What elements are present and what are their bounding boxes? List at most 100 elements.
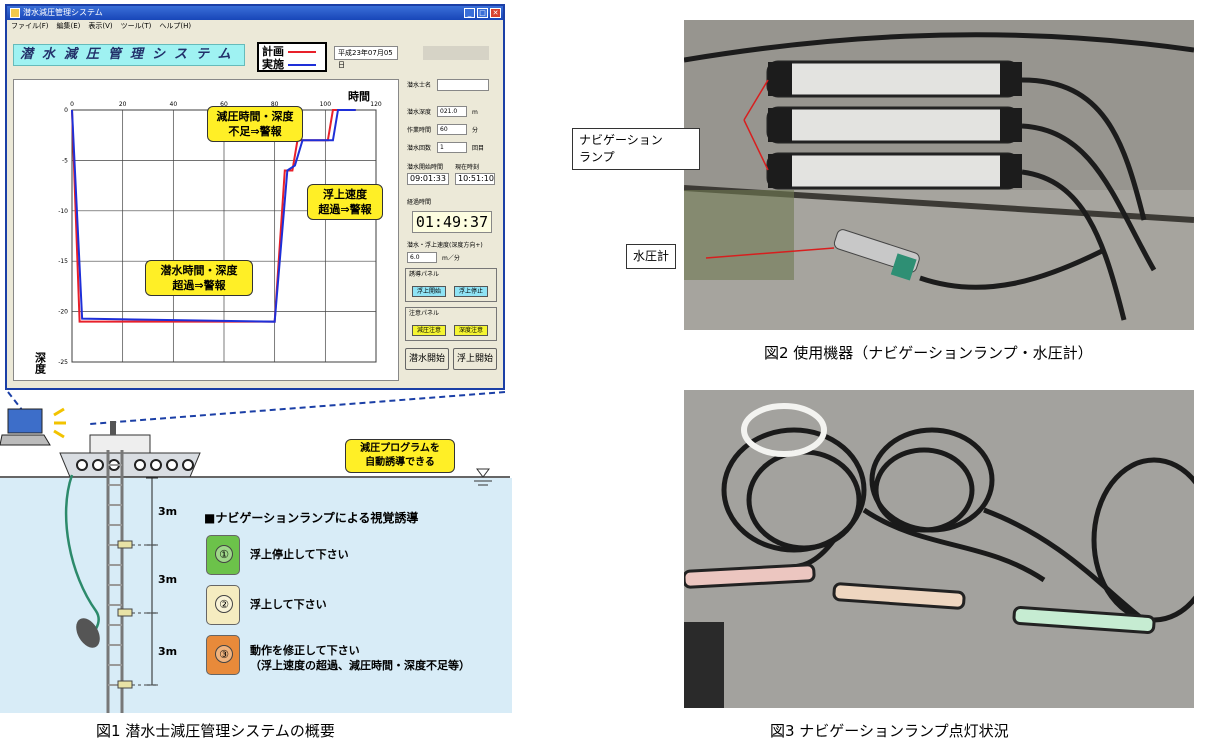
app-window: 潜水減圧管理システム _ □ ✕ ファイル(F) 編集(E) 表示(V) ツール…	[5, 4, 505, 390]
x-axis-label: 時間	[348, 89, 370, 103]
app-header: 潜水減圧管理システム	[13, 44, 245, 66]
water-pressure-gauge-icon	[833, 229, 920, 281]
step-1-number: ①	[215, 545, 233, 563]
elapsed-time-display: 01:49:37	[412, 211, 492, 233]
step-2-lamp: ②	[206, 585, 240, 625]
callout-dive-exceed: 潜水時間・深度 超過⇒警報	[145, 260, 253, 296]
lamp-label: ナビゲーション ランプ	[572, 128, 700, 170]
dive-start-button[interactable]: 潜水開始	[405, 348, 449, 370]
chart-legend: 計画 実施	[257, 42, 327, 72]
guide-ascent-start-button[interactable]: 浮上開始	[412, 286, 446, 297]
step-1-lamp: ①	[206, 535, 240, 575]
legend-actual-swatch	[288, 64, 316, 66]
menu-help[interactable]: ヘルプ(H)	[159, 22, 192, 30]
figure-1-caption: 図1 潜水士減圧管理システムの概要	[96, 722, 335, 740]
menu-tools[interactable]: ツール(T)	[120, 22, 152, 30]
spacing-label-1: 3m	[158, 505, 178, 518]
work-time-input[interactable]: 60	[437, 124, 467, 135]
diagram-title: ■ナビゲーションランプによる視覚誘導	[204, 511, 419, 525]
laptop-icon	[7, 408, 43, 434]
projection-lines	[7, 391, 506, 425]
step-2-number: ②	[215, 595, 233, 613]
maximize-button[interactable]: □	[477, 8, 488, 18]
step-3-label: 動作を修正して下さい （浮上速度の超過、減圧時間・深度不足等）	[250, 644, 470, 672]
step-3-lamp: ③	[206, 635, 240, 675]
lit-lamps-icon	[684, 563, 1156, 634]
step-2-label: 浮上して下さい	[250, 598, 327, 611]
start-time-label: 潜水開始時間	[407, 164, 444, 171]
series-line-plan	[71, 109, 356, 323]
y-tick-label: -20	[58, 309, 68, 316]
app-icon	[10, 8, 20, 18]
depth-time-chart: 0 20 40 60 80 100 120 0 -5 -10 -15 -20 -25 時間深度	[13, 79, 399, 381]
diver-name-label: 潜水士名	[407, 82, 432, 89]
spacing-label-3: 3m	[158, 645, 178, 658]
x-tick-label: 0	[70, 101, 74, 108]
decompression-warning-button[interactable]: 減圧注意	[412, 325, 446, 336]
depth-input[interactable]: 021.0	[437, 106, 467, 117]
x-tick-label: 40	[170, 101, 178, 108]
start-time-display: 09:01:33	[407, 173, 449, 185]
close-button[interactable]: ✕	[490, 8, 501, 18]
menu-edit[interactable]: 編集(E)	[56, 22, 81, 30]
navigation-lamp-icons	[766, 60, 1022, 190]
figure-2-svg	[684, 20, 1194, 330]
dive-count-label: 潜水回数	[407, 145, 432, 152]
figure-3-svg	[684, 390, 1194, 708]
current-time-display: 10:51:10	[455, 173, 495, 185]
status-box	[423, 46, 489, 60]
x-tick-label: 60	[220, 101, 228, 108]
depth-warning-button[interactable]: 深度注意	[454, 325, 488, 336]
x-tick-label: 20	[119, 101, 127, 108]
y-tick-label: -10	[58, 208, 68, 215]
speed-input[interactable]: 6.0	[407, 252, 437, 263]
work-time-unit: 分	[472, 127, 479, 134]
figure-3-caption: 図3 ナビゲーションランプ点灯状況	[770, 722, 1009, 740]
spacing-label-2: 3m	[158, 573, 178, 586]
rope-coil-icon	[741, 403, 827, 457]
warning-panel: 注意パネル 減圧注意 深度注意	[405, 307, 497, 341]
x-tick-label: 80	[271, 101, 279, 108]
ascent-start-button[interactable]: 浮上開始	[453, 348, 497, 370]
warning-panel-label: 注意パネル	[409, 310, 440, 317]
depth-unit: m	[472, 109, 478, 116]
guide-ascent-stop-button[interactable]: 浮上停止	[454, 286, 488, 297]
guide-panel: 誘導パネル 浮上開始 浮上停止	[405, 268, 497, 302]
x-tick-label: 100	[320, 101, 332, 108]
callout-decompression-short: 減圧時間・深度 不足⇒警報	[207, 106, 303, 142]
figure-1: 潜水減圧管理システム _ □ ✕ ファイル(F) 編集(E) 表示(V) ツール…	[0, 0, 512, 740]
y-tick-label: -15	[58, 258, 68, 265]
navigation-diagram: 3m 3m 3m 減圧プログラムを 自動誘導できる ■ナビゲーションランプによる…	[0, 395, 512, 713]
y-tick-label: 0	[64, 107, 68, 114]
step-1-label: 浮上停止して下さい	[250, 548, 349, 561]
y-tick-label: -5	[62, 157, 68, 164]
speed-unit: m／分	[442, 255, 460, 262]
callout-ascent-speed: 浮上速度 超過⇒警報	[307, 184, 383, 220]
x-tick-label: 120	[370, 101, 382, 108]
menu-file[interactable]: ファイル(F)	[11, 22, 49, 30]
figure-3-photo	[684, 390, 1194, 708]
menu-bar: ファイル(F) 編集(E) 表示(V) ツール(T) ヘルプ(H)	[7, 20, 503, 33]
legend-plan-label: 計画	[262, 45, 284, 58]
gauge-label: 水圧計	[626, 244, 677, 269]
speed-label: 潜水・浮上速度(深度方向+)	[407, 242, 483, 249]
callout-auto-guide: 減圧プログラムを 自動誘導できる	[345, 439, 455, 473]
date-display: 平成23年07月05日	[334, 46, 398, 69]
legend-plan-swatch	[288, 51, 316, 53]
depth-label: 潜水深度	[407, 109, 432, 116]
minimize-button[interactable]: _	[464, 8, 475, 18]
dive-count-unit: 回目	[472, 145, 485, 152]
figure-2-caption: 図2 使用機器（ナビゲーションランプ・水圧計）	[764, 344, 1093, 362]
dive-count-select[interactable]: 1	[437, 142, 467, 153]
current-time-label: 現在時刻	[455, 164, 480, 171]
menu-view[interactable]: 表示(V)	[88, 22, 113, 30]
figure-2-photo	[684, 20, 1194, 330]
window-title: 潜水減圧管理システム	[23, 8, 103, 17]
y-axis-label: 深度	[34, 351, 47, 375]
guide-panel-label: 誘導パネル	[409, 271, 440, 278]
diver-name-input[interactable]	[437, 79, 489, 91]
y-tick-label: -25	[58, 359, 68, 366]
work-time-label: 作業時間	[407, 127, 432, 134]
